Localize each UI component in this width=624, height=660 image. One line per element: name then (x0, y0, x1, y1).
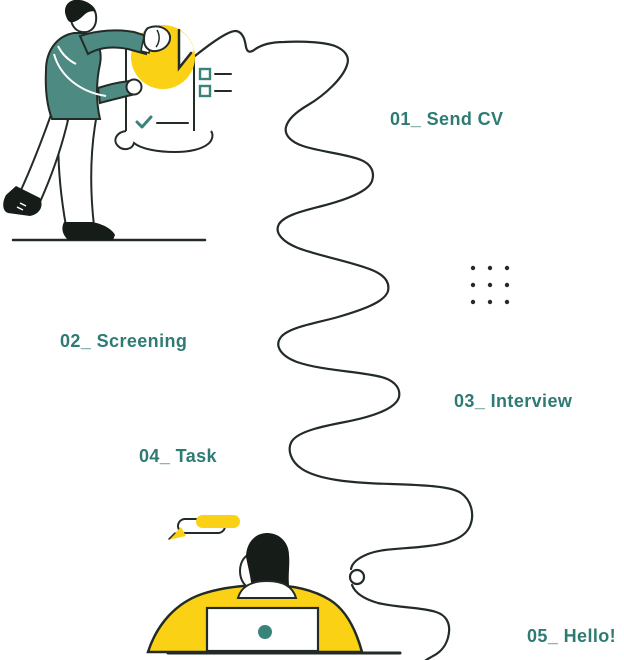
laptop-icon (205, 606, 320, 653)
laptop-logo-dot (258, 625, 272, 639)
step-label-screening: 02_ Screening (60, 331, 188, 351)
step-label-task: 04_ Task (139, 446, 217, 466)
step-label-hello: 05_ Hello! (527, 626, 617, 646)
checkmark-icon (135, 115, 153, 129)
hair-2 (246, 533, 290, 590)
walking-person (3, 0, 172, 240)
collar (236, 579, 298, 599)
path-end-circle (348, 568, 366, 586)
journey-path-line (178, 29, 474, 660)
dots-grid-icon (470, 265, 510, 305)
step-label-send-cv: 01_ Send CV (390, 109, 504, 129)
pen-icon (168, 515, 240, 540)
hair (65, 0, 96, 23)
checkbox-squares-icon (198, 67, 232, 98)
front-shoe (3, 186, 42, 216)
person-at-laptop-illustration (146, 515, 402, 655)
lower-hand (125, 78, 143, 96)
back-shoe (62, 222, 115, 240)
step-label-interview: 03_ Interview (454, 391, 573, 411)
person-pushing-pie-illustration (3, 0, 232, 242)
hand-on-pie (142, 25, 172, 53)
